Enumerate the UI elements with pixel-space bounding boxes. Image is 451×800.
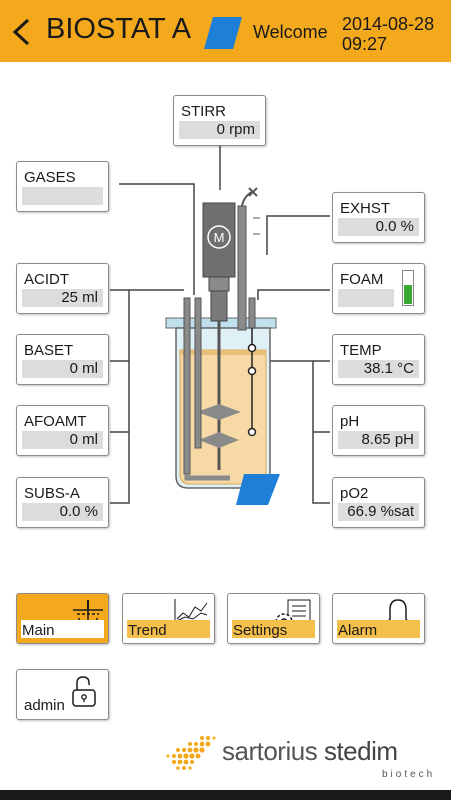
param-value: 0.0 %: [22, 503, 103, 521]
time-text: 09:27: [342, 34, 388, 54]
nav-main-button[interactable]: Main: [16, 593, 109, 644]
brand-name-part2: stedim: [323, 736, 398, 766]
nav-strip: [21, 620, 104, 638]
param-foam[interactable]: FOAM: [332, 263, 425, 314]
param-label: pO2: [340, 485, 369, 502]
nav-strip: [232, 620, 315, 638]
bioreactor-diagram: M: [110, 146, 330, 505]
welcome-text: Welcome: [253, 22, 328, 42]
param-value: 38.1 °C: [338, 360, 419, 378]
app-header: BIOSTAT A Welcome 2014-08-28 09:27: [0, 0, 451, 62]
bottom-bar: [0, 790, 451, 800]
nav-trend-label: Trend: [128, 622, 167, 639]
param-label: SUBS-A: [24, 485, 80, 502]
param-value: 8.65 pH: [338, 431, 419, 449]
param-value: 0 rpm: [179, 121, 260, 139]
unlock-icon: [72, 676, 96, 707]
datetime: 2014-08-28 09:27: [342, 14, 434, 54]
date-text: 2014-08-28: [342, 14, 435, 34]
motor-label: M: [214, 230, 225, 245]
param-ph[interactable]: pH 8.65 pH: [332, 405, 425, 456]
param-label: AFOAMT: [24, 413, 87, 430]
param-afoamt[interactable]: AFOAMT 0 ml: [16, 405, 109, 456]
param-gases[interactable]: GASES: [16, 161, 109, 212]
app-title: BIOSTAT A: [46, 13, 192, 45]
param-temp[interactable]: TEMP 38.1 °C: [332, 334, 425, 385]
param-label: EXHST: [340, 200, 391, 217]
nav-settings-label: Settings: [233, 622, 288, 639]
param-label: STIRR: [181, 103, 226, 120]
param-exhst[interactable]: EXHST 0.0 %: [332, 192, 425, 243]
admin-label: admin: [24, 697, 65, 714]
nav-alarm-label: Alarm: [338, 622, 378, 639]
foam-level-gauge: [402, 270, 414, 306]
nav-trend-button[interactable]: Trend: [122, 593, 215, 644]
param-value: 0 ml: [22, 360, 103, 378]
brand-logo-icon: [204, 17, 242, 49]
param-label: BASET: [24, 342, 74, 359]
param-acidt[interactable]: ACIDT 25 ml: [16, 263, 109, 314]
param-label: ACIDT: [24, 271, 69, 288]
nav-strip: [127, 620, 210, 638]
param-value: 0 ml: [22, 431, 103, 449]
admin-login-button[interactable]: admin: [16, 669, 109, 720]
brand-name: sartorius stedim: [222, 736, 398, 767]
param-subsa[interactable]: SUBS-A 0.0 %: [16, 477, 109, 528]
param-value: [338, 289, 394, 307]
brand-sub: biotech: [382, 769, 436, 780]
param-label: GASES: [24, 169, 76, 186]
param-label: TEMP: [340, 342, 382, 359]
param-label: FOAM: [340, 271, 384, 288]
param-baset[interactable]: BASET 0 ml: [16, 334, 109, 385]
nav-strip: [337, 620, 420, 638]
param-value: [22, 187, 103, 205]
param-stirr[interactable]: STIRR 0 rpm: [173, 95, 266, 146]
foam-level-fill: [404, 285, 412, 304]
param-value: 25 ml: [22, 289, 103, 307]
param-po2[interactable]: pO2 66.9 %sat: [332, 477, 425, 528]
nav-main-label: Main: [22, 622, 55, 639]
brand-name-part1: sartorius: [222, 736, 318, 766]
brand-dots-icon: [166, 736, 216, 770]
sartorius-brand: sartorius stedim biotech: [160, 732, 440, 784]
nav-alarm-button[interactable]: Alarm: [332, 593, 425, 644]
nav-settings-button[interactable]: Settings: [227, 593, 320, 644]
chevron-left-icon[interactable]: [10, 18, 32, 46]
param-value: 0.0 %: [338, 218, 419, 236]
param-label: pH: [340, 413, 360, 430]
param-value: 66.9 %sat: [338, 503, 419, 521]
